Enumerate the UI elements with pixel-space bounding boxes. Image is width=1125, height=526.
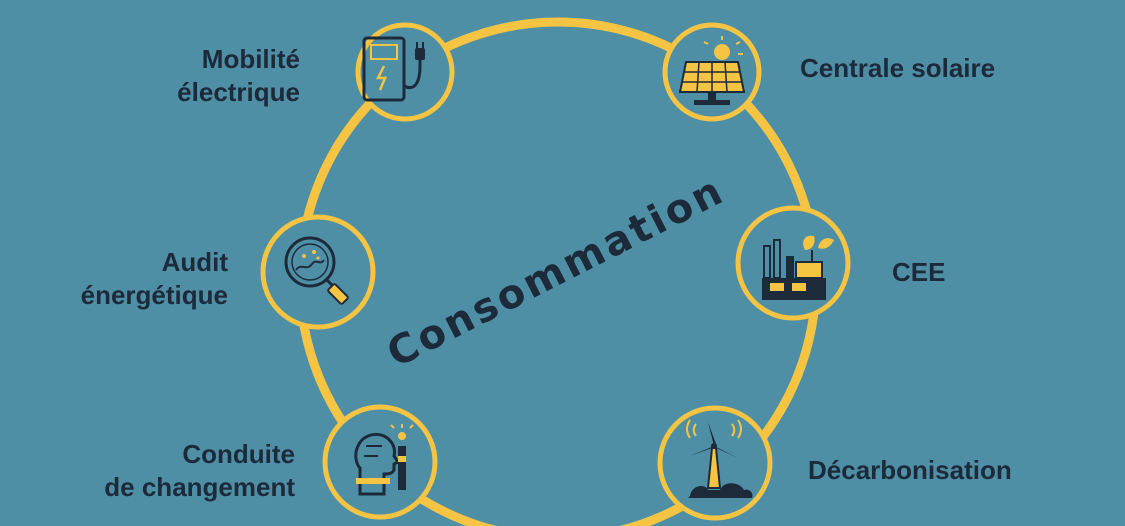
label-solaire-line-1: Centrale solaire <box>800 53 996 83</box>
label-mobilite: Mobilité électrique <box>177 43 300 109</box>
label-conduite-line-1: Conduite <box>182 439 295 469</box>
solar-panel-icon <box>678 36 746 105</box>
label-audit-line-1: Audit <box>161 247 228 277</box>
label-cee-line-1: CEE <box>892 257 946 287</box>
magnifier-icon <box>284 236 349 305</box>
label-audit-line-2: énergétique <box>80 280 228 310</box>
label-decarbonisation-line-1: Décarbonisation <box>808 455 1012 485</box>
label-conduite: Conduite de changement <box>104 438 295 504</box>
node-conduite[interactable] <box>322 404 438 520</box>
node-mobilite[interactable] <box>355 22 455 122</box>
label-mobilite-line-2: électrique <box>177 77 300 107</box>
node-cee[interactable] <box>735 205 851 321</box>
node-solaire[interactable] <box>662 22 762 122</box>
ev-charger-icon <box>362 36 425 102</box>
node-decarbonisation[interactable] <box>657 405 773 521</box>
green-factory-icon <box>762 235 834 300</box>
label-cee: CEE <box>892 256 945 289</box>
label-solaire: Centrale solaire <box>800 52 995 85</box>
head-idea-icon <box>354 424 414 496</box>
label-audit: Audit énergétique <box>81 246 228 312</box>
label-decarbonisation: Décarbonisation <box>808 454 1012 487</box>
label-conduite-line-2: de changement <box>104 472 295 502</box>
label-mobilite-line-1: Mobilité <box>201 44 300 74</box>
node-audit[interactable] <box>260 214 376 330</box>
node-circle-conduite <box>322 404 438 520</box>
node-circle-audit <box>260 214 376 330</box>
wind-turbine-icon <box>686 419 753 498</box>
